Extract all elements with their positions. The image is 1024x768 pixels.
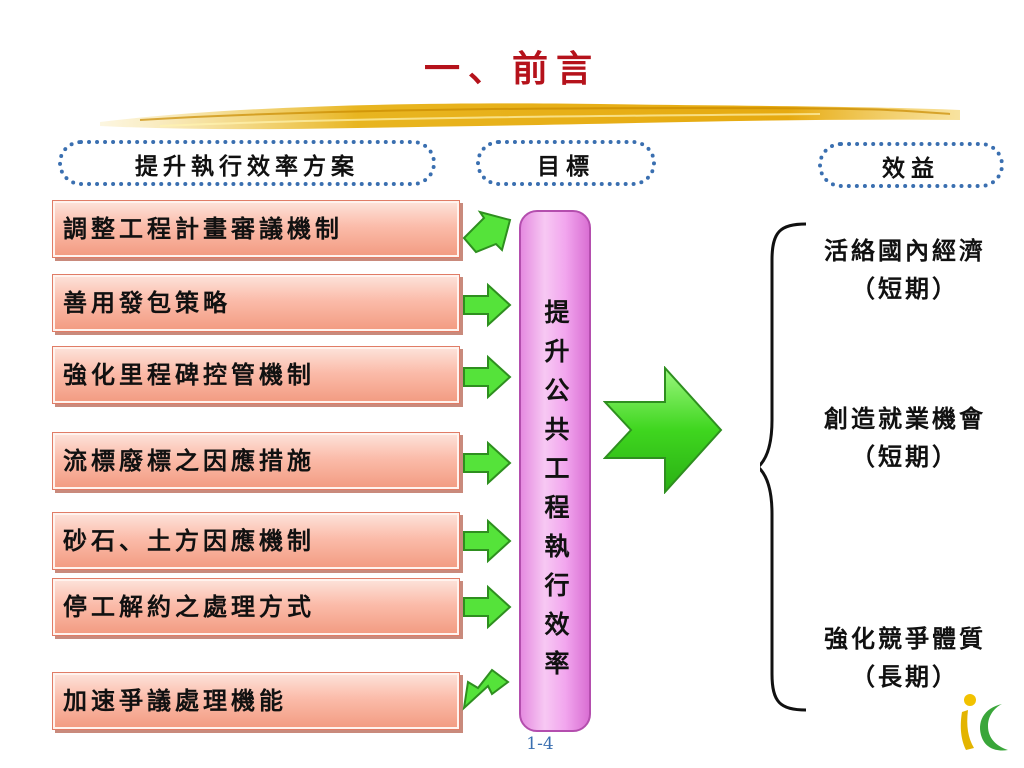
strategy-box: 善用發包策略 (52, 274, 460, 332)
strategy-box: 調整工程計畫審議機制 (52, 200, 460, 258)
strategy-box: 砂石、土方因應機制 (52, 512, 460, 570)
benefit-term: （短期） (851, 274, 959, 303)
arrow-right-icon (462, 668, 510, 711)
benefit-term: （短期） (851, 442, 959, 471)
benefit-label: 創造就業機會 (824, 404, 986, 433)
header-benefits: 效益 (818, 142, 1004, 188)
logo-icon (960, 694, 1008, 751)
goal-box (519, 210, 591, 732)
page-title: 一、前言 (423, 48, 600, 90)
page-number: 1-4 (526, 734, 554, 754)
header-strategies: 提升執行效率方案 (58, 140, 436, 186)
strategy-box: 流標廢標之因應措施 (52, 432, 460, 490)
curly-brace (760, 222, 807, 712)
arrow-right-icon (463, 518, 512, 564)
benefit-term: （長期） (851, 662, 959, 691)
arrow-right-icon (463, 354, 512, 400)
benefit-label: 活絡國內經濟 (824, 236, 986, 265)
arrow-right-icon (463, 440, 512, 486)
strategy-box: 強化里程碑控管機制 (52, 346, 460, 404)
big-arrow-right-icon (603, 366, 723, 494)
arrow-right-icon (463, 584, 512, 630)
strategy-box: 加速爭議處理機能 (52, 672, 460, 730)
benefit-item: 強化競爭體質 （長期） (790, 620, 1020, 696)
benefit-label: 強化競爭體質 (824, 624, 986, 653)
arrow-right-icon (462, 210, 512, 254)
header-goal: 目標 (476, 140, 656, 186)
decorative-brush-stroke (100, 103, 960, 130)
benefit-item: 創造就業機會 （短期） (790, 400, 1020, 476)
strategy-box: 停工解約之處理方式 (52, 578, 460, 636)
arrow-right-icon (463, 282, 512, 328)
goal-text: 提升公共工程執行效率 (541, 299, 570, 689)
benefit-item: 活絡國內經濟 （短期） (790, 232, 1020, 308)
